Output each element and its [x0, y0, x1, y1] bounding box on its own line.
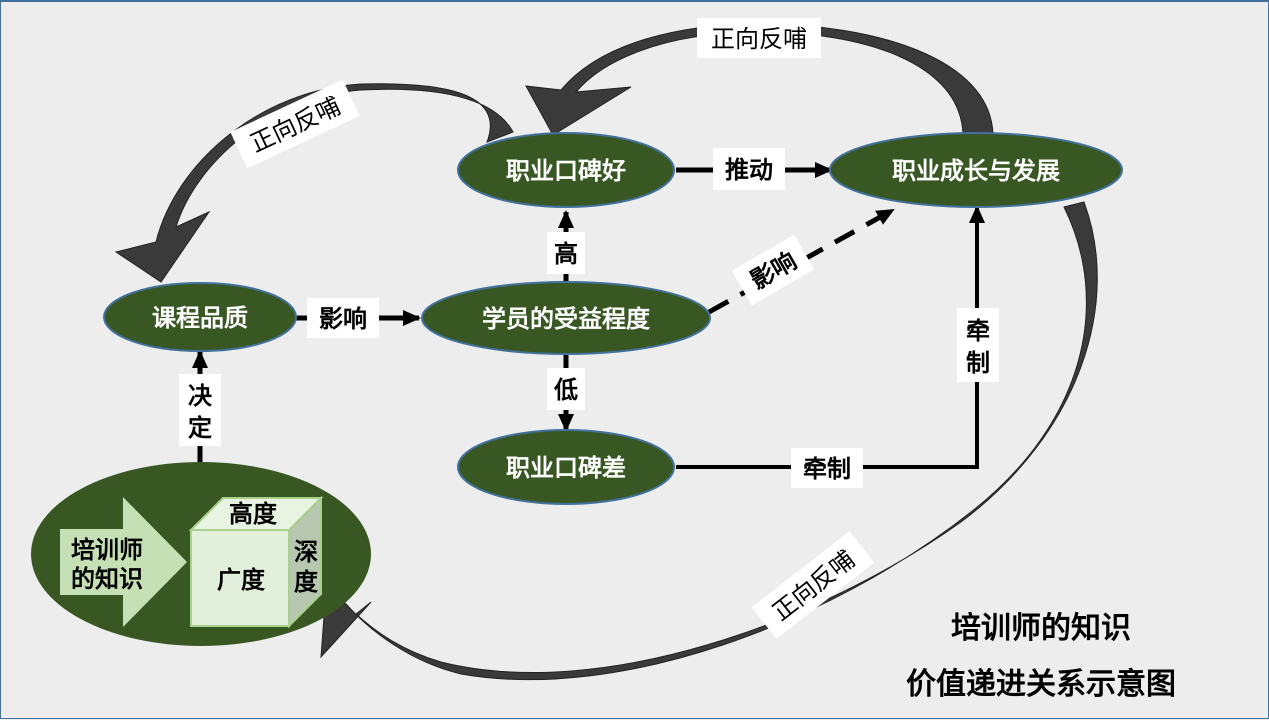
- svg-text:定: 定: [188, 414, 212, 442]
- svg-text:广度: 广度: [217, 566, 266, 594]
- node-course-quality: 课程品质: [103, 282, 297, 352]
- node-trainer-knowledge: 培训师 的知识 高度 广度 深 度: [31, 462, 371, 646]
- label-high: 高: [547, 232, 585, 274]
- svg-text:推动: 推动: [725, 156, 773, 184]
- label-push: 推动: [713, 148, 785, 190]
- label-feedback-top: 正向反哺: [697, 18, 821, 58]
- label-restrain-horizontal: 牵制: [791, 448, 863, 488]
- svg-text:职业口碑差: 职业口碑差: [506, 454, 626, 482]
- node-reputation-bad: 职业口碑差: [457, 429, 675, 505]
- label-decides: 决 定: [179, 374, 221, 446]
- svg-text:制: 制: [966, 349, 990, 377]
- svg-text:的知识: 的知识: [71, 565, 143, 593]
- label-influence: 影响: [307, 298, 379, 338]
- diagram-title-line1: 培训师的知识: [951, 611, 1131, 646]
- svg-text:决: 决: [188, 382, 213, 410]
- svg-text:度: 度: [294, 568, 319, 596]
- node-career-growth: 职业成长与发展: [829, 132, 1123, 208]
- svg-text:职业成长与发展: 职业成长与发展: [892, 157, 1060, 185]
- svg-text:牵制: 牵制: [803, 455, 851, 483]
- feedback-arrow-left: [114, 83, 514, 283]
- svg-text:课程品质: 课程品质: [152, 304, 248, 332]
- label-restrain-vertical: 牵 制: [957, 308, 999, 382]
- knowledge-cube: 高度 广度 深 度: [188, 495, 324, 629]
- node-student-benefit: 学员的受益程度: [421, 281, 711, 355]
- svg-text:影响: 影响: [319, 305, 367, 333]
- svg-text:牵: 牵: [966, 317, 990, 345]
- node-reputation-good: 职业口碑好: [457, 132, 675, 208]
- svg-text:培训师: 培训师: [71, 536, 143, 564]
- svg-text:低: 低: [553, 376, 578, 404]
- knowledge-arrow-icon: [60, 497, 187, 627]
- svg-text:学员的受益程度: 学员的受益程度: [482, 305, 651, 333]
- diagram-title-line2: 价值递进关系示意图: [906, 667, 1176, 702]
- label-feedback-left: 正向反哺: [230, 79, 360, 169]
- svg-text:职业口碑好: 职业口碑好: [506, 157, 626, 185]
- edge-restrain: [676, 205, 985, 469]
- svg-text:深: 深: [294, 538, 318, 566]
- feedback-arrow-bottom: [320, 201, 1098, 681]
- svg-text:高: 高: [554, 240, 578, 268]
- svg-text:高度: 高度: [229, 500, 278, 528]
- label-low: 低: [547, 368, 585, 410]
- feedback-arrow-top: [525, 23, 994, 136]
- svg-text:正向反哺: 正向反哺: [711, 25, 807, 53]
